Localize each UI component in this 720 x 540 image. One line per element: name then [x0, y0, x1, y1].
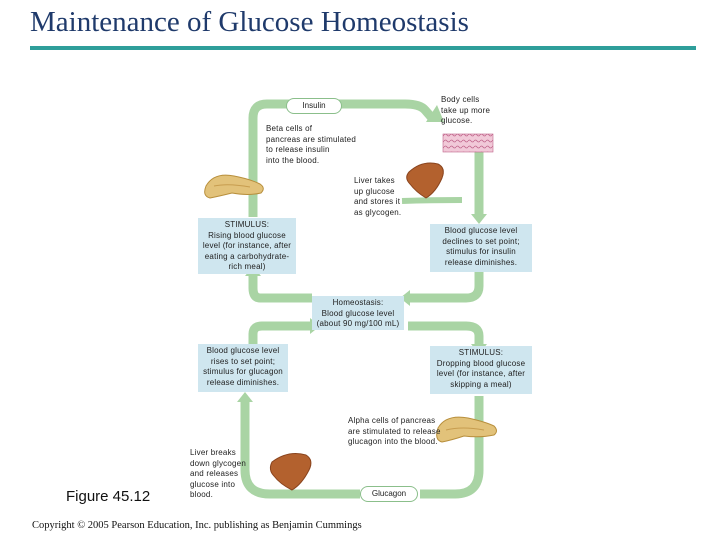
body-cells-label: Body cells take up more glucose.: [441, 95, 491, 126]
arrow-head-body-cells: [426, 105, 444, 122]
arrow-head-homeostasis-right: [400, 290, 410, 306]
homeostasis-box: Homeostasis: Blood glucose level (about …: [312, 296, 404, 330]
slide-title: Maintenance of Glucose Homeostasis: [30, 6, 469, 38]
link-homeostasis-dropping: [408, 321, 484, 346]
liver-glucose-arrow: [401, 197, 463, 204]
arrow-head-rises: [237, 392, 253, 402]
figure-label: Figure 45.12: [66, 488, 151, 505]
stimulus-rising-box: STIMULUS: Rising blood glucose level (fo…: [198, 218, 296, 274]
declines-box: Blood glucose level declines to set poin…: [430, 224, 532, 272]
link-declines-homeostasis: [408, 272, 484, 303]
liver-takes-label: Liver takes up glucose and stores it as …: [354, 176, 402, 217]
arrow-head-declines: [471, 214, 487, 224]
pancreas-lower-image: [436, 416, 497, 443]
alpha-cells-label: Alpha cells of pancreas are stimulated t…: [348, 416, 441, 447]
copyright-notice: Copyright © 2005 Pearson Education, Inc.…: [32, 520, 362, 531]
liver-upper-image: [406, 162, 444, 199]
lower-right-arrow: [420, 396, 484, 499]
link-homeostasis-rising: [248, 274, 312, 303]
title-rule: [30, 46, 696, 50]
glucagon-label: Glucagon: [360, 486, 418, 502]
liver-breaks-label: Liver breaks down glycogen and releases …: [190, 448, 246, 500]
liver-lower-image: [269, 453, 312, 491]
pancreas-upper-image: [204, 174, 264, 199]
rises-box: Blood glucose level rises to set point; …: [198, 344, 288, 392]
link-rises-homeostasis: [248, 321, 312, 344]
body-cells-image: [442, 133, 494, 153]
insulin-label: Insulin: [286, 98, 342, 114]
lower-loop-arrow: [240, 400, 360, 499]
beta-cells-label: Beta cells of pancreas are stimulated to…: [266, 124, 356, 165]
stimulus-dropping-box: STIMULUS: Dropping blood glucose level (…: [430, 346, 532, 394]
